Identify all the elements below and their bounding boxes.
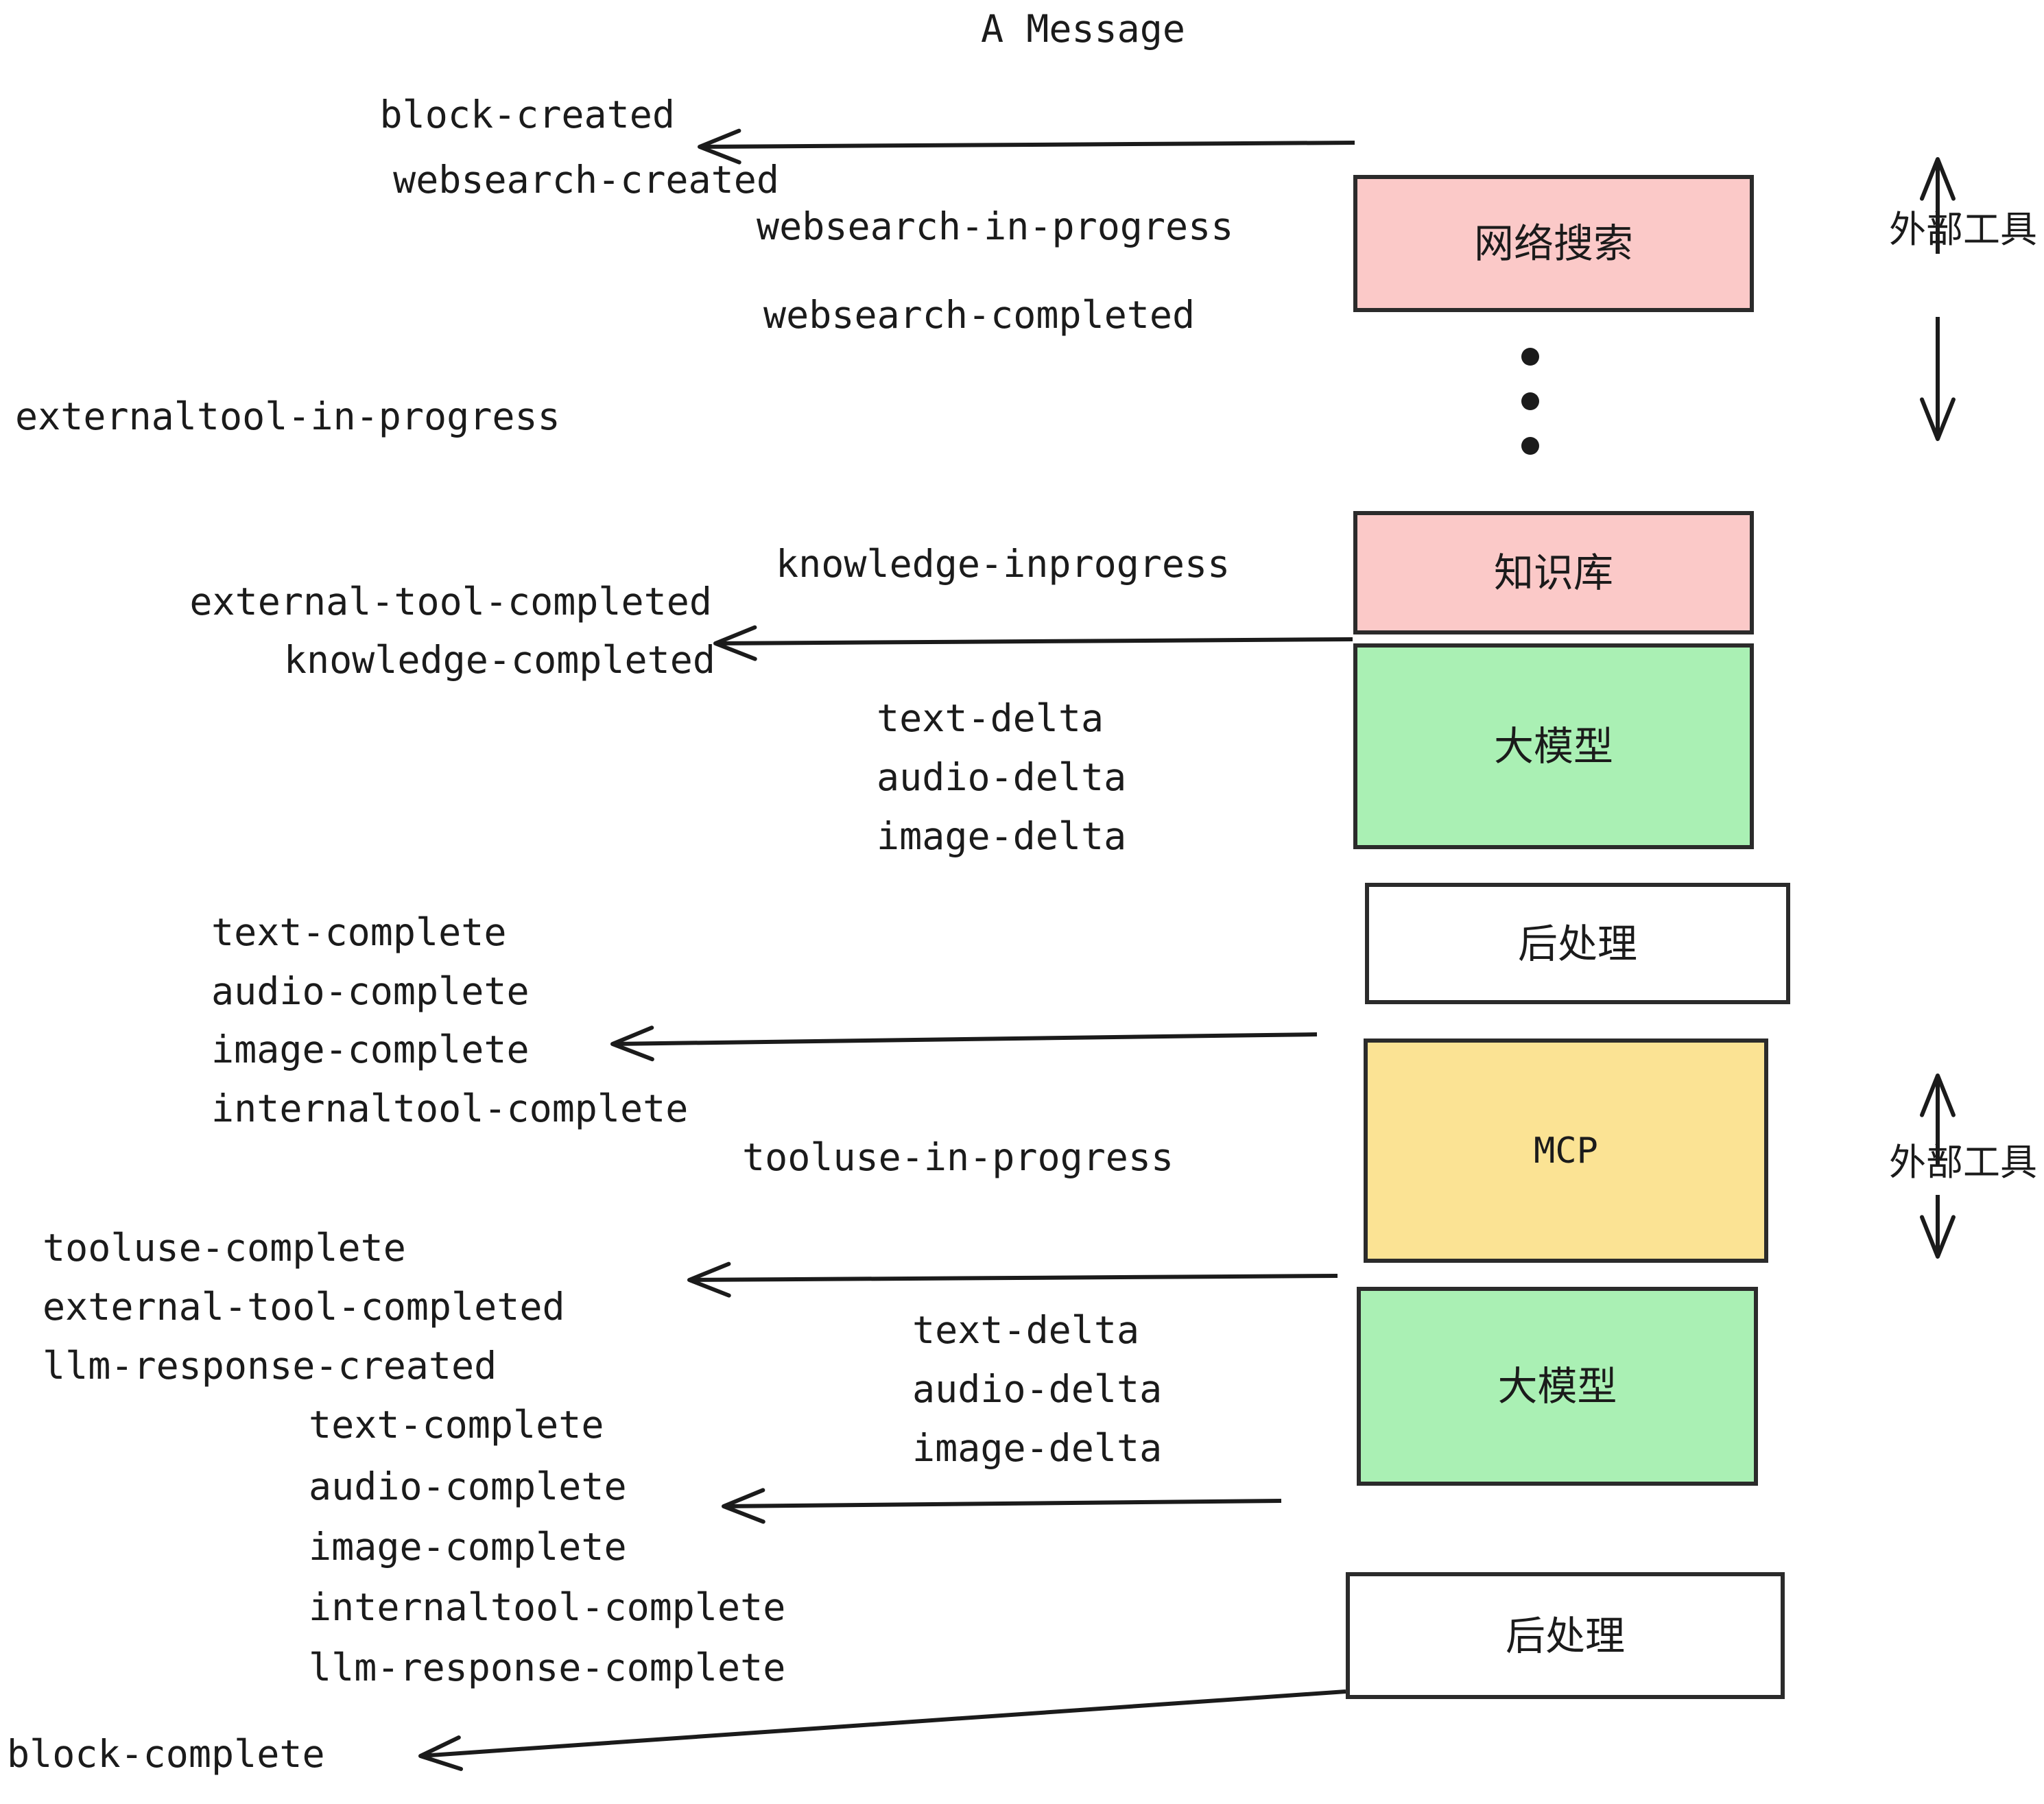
box-label-postproc-1: 后处理	[1517, 920, 1637, 967]
event-audio-complete-1: audio-complete	[211, 969, 530, 1013]
event-knowledge-inprogress: knowledge-inprogress	[776, 542, 1231, 586]
arrow-image-complete	[610, 1025, 1318, 1062]
ellipsis-dots	[1521, 348, 1539, 455]
arrow-block-complete	[418, 1689, 1346, 1771]
arrows-group	[418, 128, 1355, 1771]
external-tool-top-up-arrow	[1920, 157, 1956, 254]
external-tool-bottom-up-arrow	[1920, 1073, 1956, 1166]
event-image-delta-2: image-delta	[912, 1426, 1163, 1470]
event-audio-delta-2: audio-delta	[912, 1367, 1163, 1411]
event-websearch-in-progress: websearch-in-progress	[757, 204, 1234, 248]
event-text-complete-2: text-complete	[309, 1403, 604, 1447]
event-knowledge-completed: knowledge-completed	[283, 638, 715, 682]
box-knowledge: 知识库	[1353, 511, 1754, 634]
event-audio-complete-2: audio-complete	[309, 1464, 627, 1508]
event-websearch-completed: websearch-completed	[763, 293, 1196, 337]
box-postproc-1: 后处理	[1365, 883, 1790, 1004]
event-externaltool-in-progress: externaltool-in-progress	[15, 394, 560, 438]
ellipsis-dot-1	[1521, 348, 1539, 366]
box-llm-1: 大模型	[1353, 643, 1754, 849]
event-text-delta-1: text-delta	[877, 696, 1104, 740]
box-label-llm-2: 大模型	[1497, 1363, 1617, 1410]
event-llm-response-created: llm-response-created	[43, 1344, 497, 1388]
box-postproc-2: 后处理	[1346, 1572, 1785, 1699]
event-tooluse-in-progress: tooluse-in-progress	[742, 1135, 1174, 1179]
event-block-created: block-created	[379, 93, 675, 137]
box-mcp: MCP	[1364, 1039, 1768, 1263]
external-tool-bottom-down-arrow	[1920, 1195, 1956, 1259]
box-label-llm-1: 大模型	[1493, 723, 1613, 770]
arrow-audio-complete	[722, 1488, 1282, 1524]
side-label-external-tool-bottom: 外部工具	[1889, 1141, 2037, 1184]
box-label-websearch: 网络搜索	[1473, 220, 1633, 267]
arrow-tooluse-complete	[687, 1261, 1338, 1298]
event-llm-response-complete: llm-response-complete	[309, 1646, 786, 1689]
box-llm-2: 大模型	[1357, 1287, 1758, 1486]
event-text-complete-1: text-complete	[211, 910, 507, 954]
box-websearch: 网络搜索	[1353, 175, 1754, 312]
box-label-postproc-2: 后处理	[1505, 1612, 1625, 1659]
external-tool-top-down-arrow	[1920, 317, 1956, 441]
event-internaltool-complete-2: internaltool-complete	[309, 1585, 786, 1629]
event-tooluse-complete: tooluse-complete	[43, 1226, 406, 1270]
event-audio-delta-1: audio-delta	[877, 755, 1127, 799]
event-image-complete-2: image-complete	[309, 1525, 627, 1569]
event-external-tool-completed-2: external-tool-completed	[43, 1285, 565, 1329]
arrow-block-created	[698, 128, 1355, 165]
arrow-knowledge-done	[713, 625, 1353, 661]
event-block-complete: block-complete	[7, 1732, 325, 1776]
event-external-tool-completed-1: external-tool-completed	[189, 580, 712, 624]
ellipsis-dot-2	[1521, 392, 1539, 410]
page-title: A Message	[981, 7, 1186, 51]
event-image-delta-1: image-delta	[877, 814, 1127, 858]
box-label-knowledge: 知识库	[1493, 549, 1613, 596]
event-image-complete-1: image-complete	[211, 1028, 530, 1071]
side-label-external-tool-top: 外部工具	[1889, 208, 2037, 251]
ellipsis-dot-3	[1521, 437, 1539, 455]
event-text-delta-2: text-delta	[912, 1308, 1140, 1352]
side-annotation-arrows	[1920, 157, 1956, 1259]
event-websearch-created: websearch-created	[393, 158, 779, 202]
box-label-mcp: MCP	[1534, 1130, 1598, 1172]
event-internaltool-complete-1: internaltool-complete	[211, 1087, 689, 1130]
